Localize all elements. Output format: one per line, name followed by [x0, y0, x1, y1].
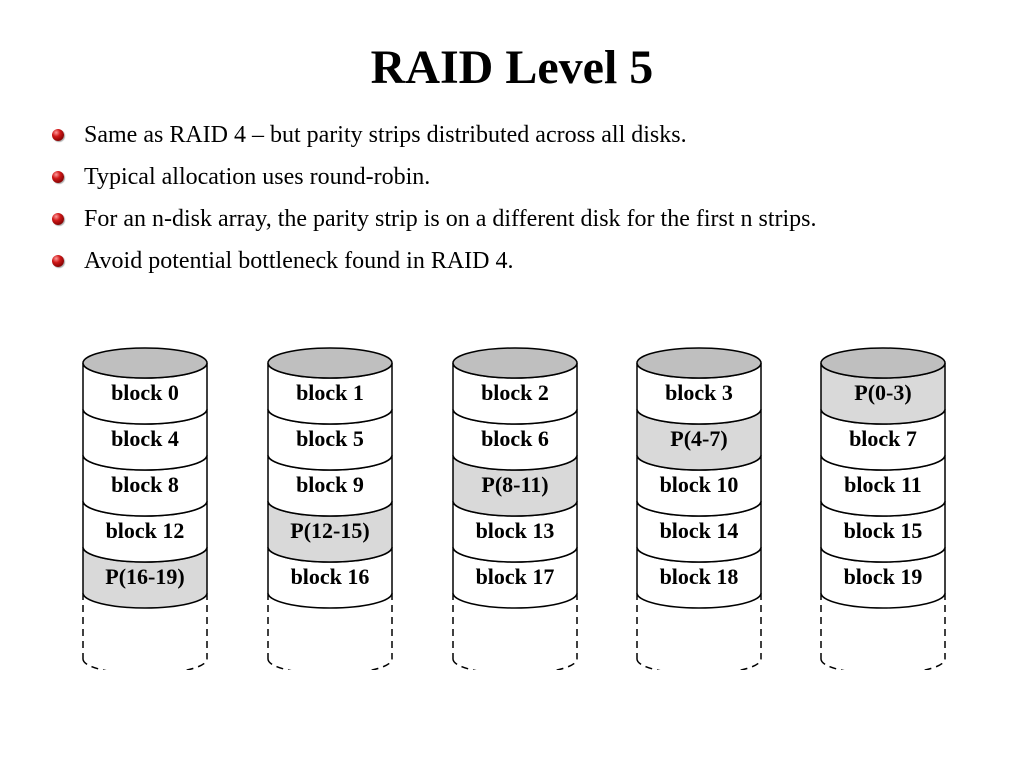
- disk-cylinder: block 18 block 14 block 10 P(4-7) block 3: [636, 347, 762, 670]
- dashed-bottom-arc: [452, 658, 578, 670]
- strip-label: block 0: [111, 380, 179, 405]
- bullet-item: Avoid potential bottleneck found in RAID…: [48, 242, 1008, 284]
- disk-top: [820, 347, 946, 379]
- strip-label: P(16-19): [105, 564, 184, 589]
- strip-label: block 15: [844, 518, 923, 543]
- red-sphere-bullet-icon: [52, 171, 64, 183]
- strip-label: block 3: [665, 380, 733, 405]
- strip-label: P(12-15): [290, 518, 369, 543]
- strip-label: block 7: [849, 426, 917, 451]
- dashed-bottom-arc: [267, 658, 393, 670]
- strip-label: block 11: [844, 472, 922, 497]
- disk-cylinder: block 17 block 13 P(8-11) block 6 block 2: [452, 347, 578, 670]
- bullet-text: Same as RAID 4 – but parity strips distr…: [84, 122, 687, 148]
- disk-cylinder: P(16-19) block 12 block 8 block 4 block 0: [82, 347, 208, 670]
- strip-label: P(4-7): [670, 426, 727, 451]
- disk-cylinder: block 19 block 15 block 11 block 7 P(0-3): [820, 347, 946, 670]
- disk-top: [82, 347, 208, 379]
- bullet-text: Typical allocation uses round-robin.: [84, 164, 431, 190]
- disk-top: [636, 347, 762, 379]
- strip-label: P(8-11): [481, 472, 548, 497]
- strip-label: block 1: [296, 380, 364, 405]
- empty-strip-dashed: [82, 593, 208, 670]
- bullet-item: Same as RAID 4 – but parity strips distr…: [48, 116, 1008, 158]
- disk-top: [452, 347, 578, 379]
- raid5-disk-array-diagram: P(16-19) block 12 block 8 block 4 block 0 blo…: [82, 347, 946, 670]
- empty-strip-dashed: [267, 593, 393, 670]
- strip-label: block 18: [660, 564, 739, 589]
- empty-strip-dashed: [636, 593, 762, 670]
- strip-label: block 17: [476, 564, 555, 589]
- bullet-item: Typical allocation uses round-robin.: [48, 158, 1008, 200]
- dashed-bottom-arc: [82, 658, 208, 670]
- bullet-text: For an n-disk array, the parity strip is…: [84, 206, 817, 232]
- strip-label: block 13: [476, 518, 555, 543]
- dashed-bottom-arc: [636, 658, 762, 670]
- bullet-text: Avoid potential bottleneck found in RAID…: [84, 248, 514, 274]
- slide-title: RAID Level 5: [370, 41, 654, 94]
- strip-label: block 14: [660, 518, 739, 543]
- bullet-item: For an n-disk array, the parity strip is…: [48, 200, 1008, 242]
- red-sphere-bullet-icon: [52, 255, 64, 267]
- strip-label: block 5: [296, 426, 364, 451]
- red-sphere-bullet-icon: [52, 129, 64, 141]
- bullet-list: Same as RAID 4 – but parity strips distr…: [48, 116, 1008, 284]
- dashed-bottom-arc: [820, 658, 946, 670]
- empty-strip-dashed: [452, 593, 578, 670]
- strip-label: P(0-3): [854, 380, 911, 405]
- red-sphere-bullet-icon: [52, 213, 64, 225]
- strip-label: block 4: [111, 426, 179, 451]
- strip-label: block 10: [660, 472, 739, 497]
- strip-label: block 2: [481, 380, 549, 405]
- strip-label: block 19: [844, 564, 923, 589]
- disk-top: [267, 347, 393, 379]
- empty-strip-dashed: [820, 593, 946, 670]
- strip-label: block 12: [106, 518, 185, 543]
- disk-cylinder: block 16 P(12-15) block 9 block 5 block 1: [267, 347, 393, 670]
- strip-label: block 8: [111, 472, 179, 497]
- strip-label: block 9: [296, 472, 364, 497]
- strip-label: block 16: [291, 564, 370, 589]
- strip-label: block 6: [481, 426, 549, 451]
